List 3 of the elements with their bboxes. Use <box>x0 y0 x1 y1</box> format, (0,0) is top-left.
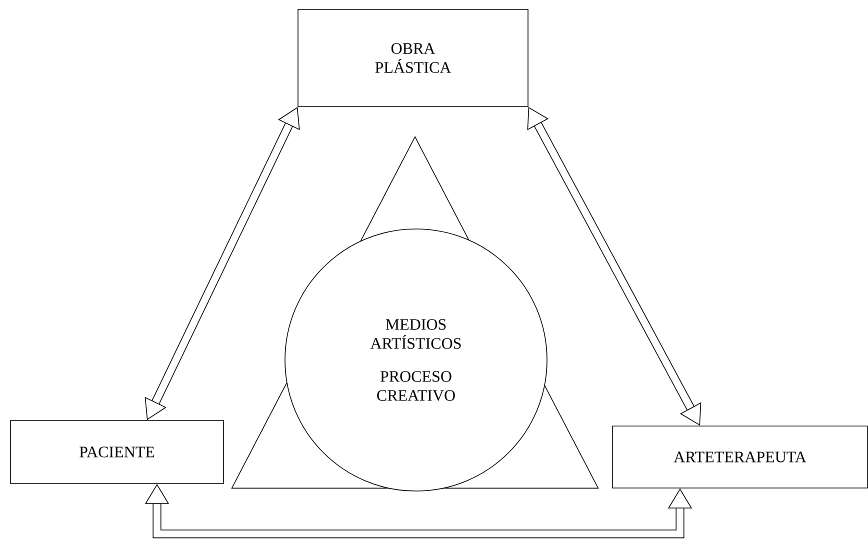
text-box: OBRA PLÁSTICA <box>298 9 528 107</box>
text-box: PACIENTE <box>10 420 224 484</box>
text-box: ARTETERAPEUTA <box>612 426 868 488</box>
